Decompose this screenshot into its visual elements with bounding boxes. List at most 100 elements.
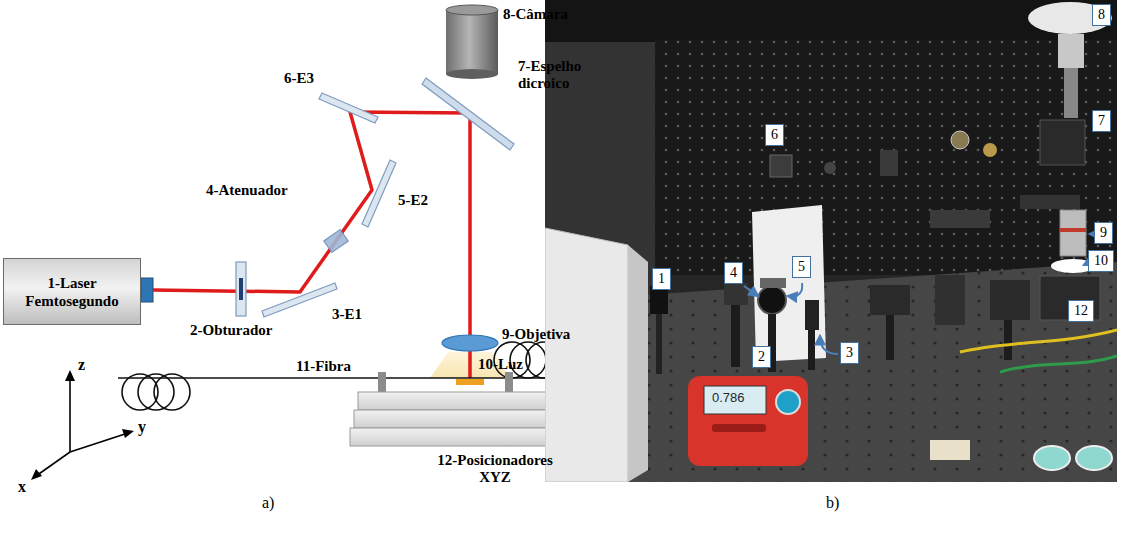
callout-text: 1 [658, 270, 665, 288]
stage-slab [358, 392, 558, 410]
mirror-symbol [362, 160, 396, 227]
dichroic-mirror-symbol [422, 78, 514, 150]
fiber-coil [122, 374, 190, 410]
callout-text: 6 [771, 126, 778, 144]
leader-arrow [820, 336, 838, 354]
callout-number: 10 [1088, 250, 1114, 272]
callout-text: 4 [730, 264, 737, 282]
callout-text: 8 [1098, 6, 1105, 24]
callout-number: 7 [1092, 110, 1111, 132]
callout-text: 7 [1098, 112, 1105, 130]
part-label: 2-Obturador [190, 322, 273, 339]
part-label: 7-Espelho dicroico [518, 58, 610, 93]
rail [1020, 195, 1080, 209]
attenuator-symbol [324, 230, 348, 253]
axis-triad [36, 376, 128, 476]
paper-card [930, 440, 970, 460]
part-label: 5-E2 [398, 192, 428, 209]
axis-label: x [18, 478, 26, 496]
shutter-symbol [236, 262, 246, 316]
mount [983, 143, 997, 157]
part-label: 3-E1 [332, 306, 362, 323]
part-label: 11-Fibra [296, 358, 351, 375]
post [656, 314, 662, 374]
processed-spot [456, 379, 484, 385]
power-meter [688, 376, 808, 466]
z-axis [69, 376, 71, 452]
pegboard [655, 40, 1117, 275]
meter-reading: 0.786 [712, 391, 745, 406]
callout-number: 6 [765, 124, 784, 146]
fiber-cable [1000, 356, 1117, 372]
callout-number: 1 [652, 268, 671, 290]
mirror-symbol [319, 93, 378, 123]
meter-keys [712, 424, 766, 432]
lab-photo [545, 0, 1117, 482]
leader-arrow [1090, 233, 1092, 235]
post [731, 305, 740, 367]
leader-arrow [1084, 264, 1086, 265]
leader-arrow [744, 286, 758, 296]
fiber-loop [122, 374, 158, 410]
meter-display [704, 386, 766, 414]
callout-text: 12 [1074, 302, 1088, 320]
mirror-e3-photo [770, 155, 792, 177]
x-axis [36, 452, 70, 476]
callout-text: 2 [758, 348, 765, 366]
objective-band [1060, 228, 1086, 232]
mount [870, 285, 910, 315]
lamp-glow [1028, 2, 1112, 34]
part-label: 6-E3 [284, 70, 314, 87]
camera-bottom [446, 69, 498, 79]
laser-aperture [141, 278, 153, 302]
safety-glasses [1076, 446, 1112, 470]
post [886, 315, 894, 360]
fiber-holder [378, 372, 386, 392]
safety-glasses [1034, 446, 1070, 470]
callout-text: 5 [798, 258, 805, 276]
attenuator-photo [758, 286, 786, 314]
stage-slab [350, 428, 558, 446]
fiber-holder [505, 372, 513, 392]
attenuator-plate [324, 230, 348, 253]
y-axis [70, 433, 128, 452]
callout-text: 9 [1100, 224, 1107, 242]
photo-ground [545, 0, 1117, 482]
mount [880, 150, 898, 176]
part-label: 10-Luz [478, 356, 523, 373]
callout-number: 12 [1068, 300, 1094, 322]
mirror-mount [805, 300, 819, 330]
mirror-mount [760, 278, 786, 288]
camera-top [446, 5, 498, 15]
axis-label: y [138, 418, 146, 436]
leader-arrow [788, 283, 802, 296]
shutter-blade [239, 278, 243, 300]
part-label: 4-Atenuador [206, 182, 288, 199]
mirror-symbol [262, 283, 337, 317]
callout-number: 4 [724, 262, 743, 284]
mount [951, 131, 969, 149]
post [1004, 320, 1012, 360]
rail [930, 210, 990, 228]
callout-text: 10 [1094, 252, 1108, 270]
objective-lens [442, 335, 498, 351]
fiber-loop [138, 374, 174, 410]
axis-head [122, 429, 134, 438]
post [808, 330, 815, 370]
callout-number: 9 [1094, 222, 1113, 244]
axis-label: z [78, 356, 85, 374]
callout-number: 5 [792, 256, 811, 278]
laser-housing [545, 228, 628, 482]
part-label: 9-Objetiva [502, 326, 570, 343]
meter-button [776, 390, 800, 414]
camera-tube [1064, 68, 1078, 118]
callout-text: 3 [846, 344, 853, 362]
leader-arrow [1090, 233, 1091, 235]
laser-output [650, 286, 668, 314]
callout-number: 8 [1092, 4, 1111, 26]
mount [935, 275, 965, 325]
pegboard-holes [655, 40, 1117, 275]
laser-beam [468, 352, 472, 378]
laser-name: 1-Laser Femtosegundo [12, 274, 132, 310]
